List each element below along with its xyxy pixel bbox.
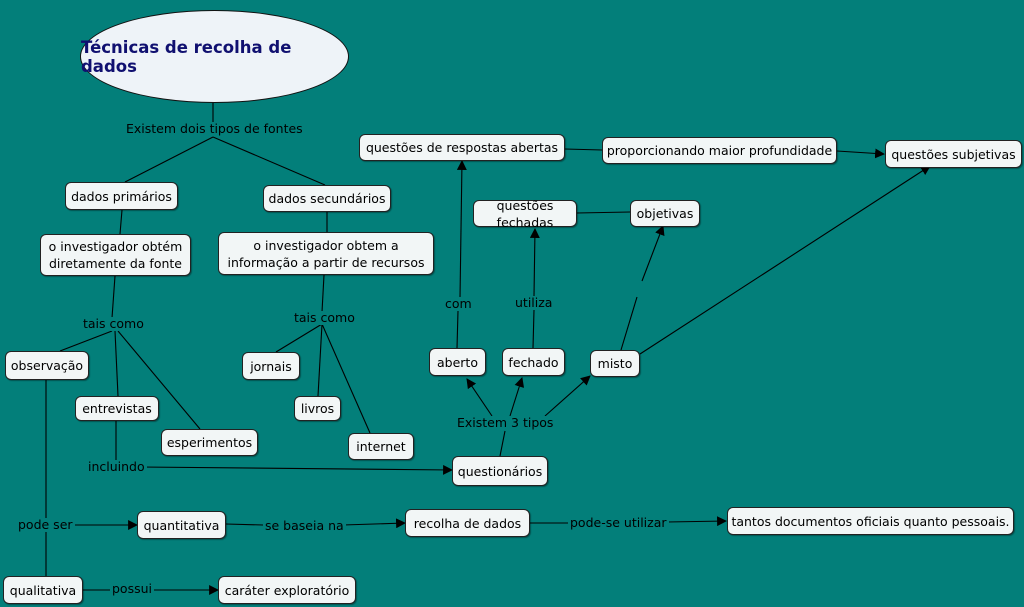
node-questionarios[interactable]: questionários [452,456,548,486]
node-dados-primarios[interactable]: dados primários [65,182,178,210]
node-questoes-subjetivas[interactable]: questões subjetivas [885,140,1022,168]
node-dados-secundarios[interactable]: dados secundários [263,185,391,212]
node-questoes-fechadas[interactable]: questões fechadas [473,198,577,230]
node-quantitativa[interactable]: quantitativa [137,511,226,539]
link-existem-3-tipos: Existem 3 tipos [455,415,556,430]
node-livros[interactable]: livros [294,396,341,421]
node-qualitativa[interactable]: qualitativa [3,576,83,604]
node-fechado[interactable]: fechado [502,348,565,376]
node-jornais[interactable]: jornais [242,352,300,380]
node-carater-exploratorio[interactable]: caráter exploratório [218,576,356,604]
link-com: com [443,296,474,311]
node-objetivas[interactable]: objetivas [630,200,700,227]
node-internet[interactable]: internet [348,433,414,460]
node-questoes-abertas[interactable]: questões de respostas abertas [359,134,565,161]
node-misto[interactable]: misto [590,350,640,377]
node-maior-profundidade[interactable]: proporcionando maior profundidade [602,137,837,164]
link-se-baseia-na: se baseia na [263,518,346,533]
node-documentos[interactable]: tantos documentos oficiais quanto pessoa… [727,507,1014,535]
node-aberto[interactable]: aberto [429,348,486,376]
link-incluindo: incluindo [86,459,147,474]
link-existem-fontes: Existem dois tipos de fontes [124,121,305,136]
link-utiliza: utiliza [513,295,555,310]
node-recolha-dados[interactable]: recolha de dados [405,509,530,537]
node-observacao[interactable]: observação [5,351,89,380]
link-possui: possui [110,581,155,596]
link-pode-se-utilizar: pode-se utilizar [568,515,669,530]
node-esperimentos[interactable]: esperimentos [161,429,258,456]
link-tais-como-2: tais como [292,310,357,325]
link-pode-ser: pode ser [16,517,75,532]
concept-title[interactable]: Técnicas de recolha de dados [80,10,349,103]
link-tais-como-1: tais como [81,316,146,331]
node-entrevistas[interactable]: entrevistas [75,396,159,421]
